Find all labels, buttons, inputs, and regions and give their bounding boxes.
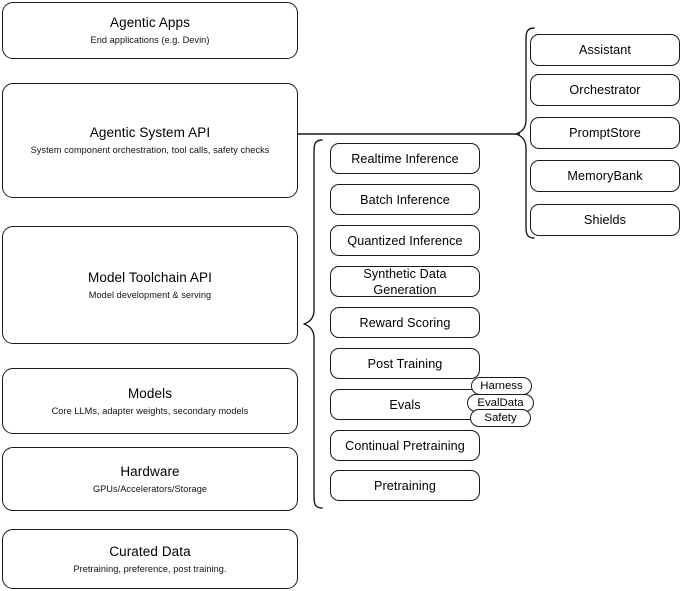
- capability-box-title: Reward Scoring: [359, 315, 451, 330]
- brace-middle-column: [303, 139, 323, 509]
- component-box-promptstore[interactable]: PromptStore: [530, 117, 680, 149]
- evals-pill-title: EvalData: [477, 397, 524, 409]
- stack-box-title: Models: [127, 385, 173, 401]
- evals-pill-title: Safety: [484, 412, 517, 424]
- stack-box-title: Curated Data: [109, 543, 191, 559]
- component-box-title: MemoryBank: [567, 169, 643, 183]
- capability-box-post-training[interactable]: Post Training: [330, 348, 480, 379]
- capability-box-title: Realtime Inference: [351, 151, 459, 166]
- capability-box-reward-scoring[interactable]: Reward Scoring: [330, 307, 480, 338]
- evals-pill-safety[interactable]: Safety: [470, 409, 531, 427]
- component-box-title: Shields: [583, 213, 626, 227]
- evals-pill-harness[interactable]: Harness: [471, 377, 532, 395]
- stack-box-subtitle: System component orchestration, tool cal…: [30, 145, 270, 155]
- capability-box-title: Post Training: [367, 356, 443, 371]
- evals-pill-title: Harness: [480, 380, 523, 392]
- capability-box-pretraining[interactable]: Pretraining: [330, 470, 480, 501]
- stack-box-subtitle: Pretraining, preference, post training.: [73, 563, 227, 574]
- capability-box-title: Synthetic Data Generation: [363, 266, 447, 297]
- stack-box-curated-data[interactable]: Curated Data Pretraining, preference, po…: [2, 529, 298, 589]
- component-box-title: Assistant: [579, 43, 631, 57]
- capability-box-title: Quantized Inference: [347, 233, 463, 248]
- stack-box-models[interactable]: Models Core LLMs, adapter weights, secon…: [2, 368, 298, 434]
- stack-box-agentic-apps[interactable]: Agentic Apps End applications (e.g. Devi…: [2, 2, 298, 59]
- capability-box-evals[interactable]: Evals: [330, 389, 480, 420]
- capability-box-title: Pretraining: [373, 478, 436, 493]
- capability-box-title: Evals: [389, 397, 421, 412]
- stack-box-agentic-system-api[interactable]: Agentic System API System component orch…: [2, 83, 298, 198]
- component-box-title: PromptStore: [569, 126, 641, 140]
- capability-box-continual-pretraining[interactable]: Continual Pretraining: [330, 430, 480, 461]
- stack-box-subtitle: Model development & serving: [88, 289, 212, 300]
- stack-box-title: Model Toolchain API: [88, 269, 212, 285]
- stack-box-subtitle: End applications (e.g. Devin): [90, 35, 210, 45]
- stack-box-model-toolchain-api[interactable]: Model Toolchain API Model development & …: [2, 226, 298, 344]
- stack-box-subtitle: Core LLMs, adapter weights, secondary mo…: [51, 405, 249, 416]
- capability-box-quantized-inference[interactable]: Quantized Inference: [330, 225, 480, 256]
- component-box-memorybank[interactable]: MemoryBank: [530, 160, 680, 192]
- stack-box-subtitle: GPUs/Accelerators/Storage: [92, 483, 208, 494]
- component-box-orchestrator[interactable]: Orchestrator: [530, 74, 680, 106]
- capability-box-synthetic-data-generation[interactable]: Synthetic Data Generation: [330, 266, 480, 297]
- component-box-shields[interactable]: Shields: [530, 204, 680, 236]
- capability-box-title: Batch Inference: [360, 192, 450, 207]
- stack-box-hardware[interactable]: Hardware GPUs/Accelerators/Storage: [2, 447, 298, 511]
- capability-box-realtime-inference[interactable]: Realtime Inference: [330, 143, 480, 174]
- capability-box-title: Continual Pretraining: [345, 438, 465, 453]
- stack-box-title: Hardware: [120, 463, 180, 479]
- stack-box-title: Agentic System API: [89, 125, 211, 140]
- component-box-assistant[interactable]: Assistant: [530, 34, 680, 66]
- component-box-title: Orchestrator: [569, 83, 641, 97]
- brace-right-column: [515, 27, 535, 239]
- stack-box-title: Agentic Apps: [109, 15, 190, 30]
- connector-agentic-system-to-right-column: [298, 133, 520, 135]
- capability-box-batch-inference[interactable]: Batch Inference: [330, 184, 480, 215]
